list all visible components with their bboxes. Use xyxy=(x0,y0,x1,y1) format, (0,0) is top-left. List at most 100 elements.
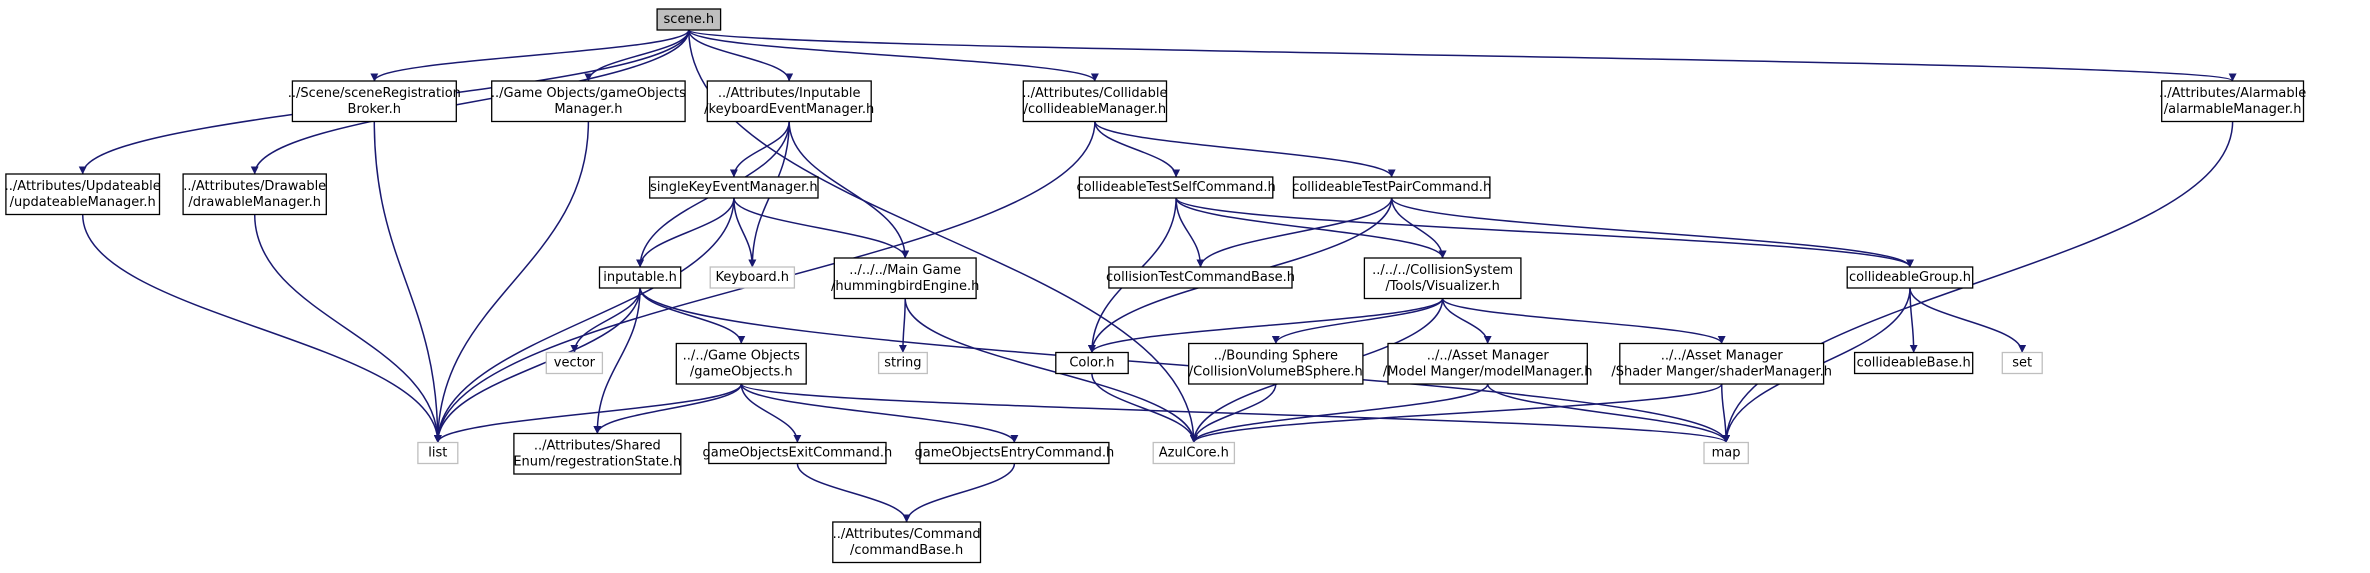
node-regestrationState[interactable]: ../Attributes/SharedEnum/regestrationSta… xyxy=(513,432,682,475)
node-collideableTestPairCommand[interactable]: collideableTestPairCommand.h xyxy=(1292,176,1491,199)
edge-collisionVolumeBSphere-to-azulCore xyxy=(1189,383,1277,443)
node-label-updateableManager-line-0: ../Attributes/Updateable xyxy=(5,179,161,194)
node-label-commandBase-line-1: /commandBase.h xyxy=(850,543,963,558)
node-label-inputable-line-0: inputable.h xyxy=(603,270,677,285)
edge-scene-to-keyboardEventManager xyxy=(688,29,794,82)
edge-alarmableManager-to-map xyxy=(1722,121,2234,443)
edge-gameObjectsManager-to-list xyxy=(433,121,590,443)
node-color[interactable]: Color.h xyxy=(1055,351,1129,375)
node-gameObjects[interactable]: ../../Game Objects/gameObjects.h xyxy=(675,342,807,385)
edge-singleKeyEventManager-to-inputable xyxy=(636,197,735,268)
node-box-azulCore xyxy=(1152,441,1236,465)
node-box-vector xyxy=(545,351,604,375)
node-label-gameObjectsExitCommand-line-0: gameObjectsExitCommand.h xyxy=(703,446,893,461)
node-visualizer[interactable]: ../../../CollisionSystem/Tools/Visualize… xyxy=(1363,257,1522,300)
node-gameObjectsExitCommand[interactable]: gameObjectsExitCommand.h xyxy=(703,441,893,465)
node-box-collideableTestSelfCommand xyxy=(1078,176,1274,199)
node-singleKeyEventManager[interactable]: singleKeyEventManager.h xyxy=(649,176,819,199)
node-box-collideableTestPairCommand xyxy=(1292,176,1491,199)
node-vector: vector xyxy=(545,351,604,375)
edge-hummingbirdEngine-to-azulCore xyxy=(904,298,1198,443)
node-label-gameObjectsManager-line-0: ../Game Objects/gameObjects xyxy=(491,86,686,101)
node-box-keyboardEventManager xyxy=(706,80,872,123)
edge-shaderManager-to-azulCore xyxy=(1189,383,1723,444)
edge-inputable-to-map xyxy=(639,287,1730,443)
node-label-commandBase-line-0: ../Attributes/Command xyxy=(833,527,981,542)
node-label-map-line-0: map xyxy=(1712,446,1741,461)
node-scene[interactable]: scene.h xyxy=(656,8,722,31)
node-gameObjectsEntryCommand[interactable]: gameObjectsEntryCommand.h xyxy=(915,441,1115,465)
edge-color-to-azulCore xyxy=(1091,373,1198,443)
node-keyboardEventManager[interactable]: ../Attributes/Inputable/keyboardEventMan… xyxy=(704,80,874,123)
node-label-vector-line-0: vector xyxy=(554,356,596,371)
node-box-updateableManager xyxy=(5,173,161,216)
node-label-regestrationState-line-1: Enum/regestrationState.h xyxy=(513,454,681,469)
node-box-collisionTestCommandBase xyxy=(1108,266,1293,289)
node-box-hummingbirdEngine xyxy=(833,257,977,300)
edge-hummingbirdEngine-to-string xyxy=(898,298,907,353)
node-drawableManager[interactable]: ../Attributes/Drawable/drawableManager.h xyxy=(182,173,327,216)
edge-modelManager-to-azulCore xyxy=(1189,383,1489,443)
node-hummingbirdEngine[interactable]: ../../../Main Game/hummingbirdEngine.h xyxy=(831,257,979,300)
node-inputable[interactable]: inputable.h xyxy=(598,266,682,289)
node-label-hummingbirdEngine-line-1: /hummingbirdEngine.h xyxy=(831,279,979,294)
node-collideableTestSelfCommand[interactable]: collideableTestSelfCommand.h xyxy=(1076,176,1276,199)
edge-visualizer-to-collisionVolumeBSphere xyxy=(1271,298,1444,344)
edge-gameObjectsExitCommand-to-commandBase xyxy=(796,463,911,523)
node-collideableGroup[interactable]: collideableGroup.h xyxy=(1846,266,1974,289)
node-box-modelManager xyxy=(1387,342,1588,385)
node-label-list-line-0: list xyxy=(428,446,447,461)
node-collideableManager[interactable]: ../Attributes/Collidable/collideableMana… xyxy=(1022,80,1167,123)
node-collisionVolumeBSphere[interactable]: ../Bounding Sphere/CollisionVolumeBSpher… xyxy=(1188,342,1364,385)
node-shaderManager[interactable]: ../../Asset Manager/Shader Manger/shader… xyxy=(1611,342,1832,385)
node-label-keyboard-line-0: Keyboard.h xyxy=(716,270,789,285)
edge-scene-to-sceneRegistrationBroker xyxy=(370,29,690,82)
node-box-collideableBase xyxy=(1853,351,1974,375)
node-box-drawableManager xyxy=(182,173,327,216)
edges-layer xyxy=(78,29,2237,523)
edge-inputable-to-gameObjects xyxy=(639,287,746,344)
node-box-gameObjectsExitCommand xyxy=(708,441,887,465)
edge-modelManager-to-map xyxy=(1486,383,1731,443)
edge-scene-to-alarmableManager xyxy=(688,29,2237,82)
edge-scene-to-gameObjectsManager xyxy=(584,29,690,82)
node-label-alarmableManager-line-1: /alarmableManager.h xyxy=(2164,102,2302,117)
node-collisionTestCommandBase[interactable]: collisionTestCommandBase.h xyxy=(1106,266,1295,289)
node-box-regestrationState xyxy=(513,432,682,475)
node-modelManager[interactable]: ../../Asset Manager/Model Manger/modelMa… xyxy=(1383,342,1593,385)
node-box-string xyxy=(877,351,928,375)
node-box-commandBase xyxy=(832,521,982,564)
node-box-keyboard xyxy=(709,266,796,289)
node-label-collideableTestPairCommand-line-0: collideableTestPairCommand.h xyxy=(1292,180,1491,195)
edge-collideableTestPairCommand-to-collideableGroup xyxy=(1390,197,1914,268)
node-label-sceneRegistrationBroker-line-0: ../Scene/sceneRegistration xyxy=(288,86,461,101)
node-updateableManager[interactable]: ../Attributes/Updateable/updateableManag… xyxy=(5,173,161,216)
node-box-gameObjects xyxy=(675,342,807,385)
edge-scene-to-drawableManager xyxy=(250,29,690,175)
edge-collideableGroup-to-collideableBase xyxy=(1909,287,1918,353)
node-box-color xyxy=(1055,351,1129,375)
node-label-gameObjects-line-1: /gameObjects.h xyxy=(690,364,793,379)
edge-inputable-to-list xyxy=(433,287,641,443)
edge-collideableTestPairCommand-to-collisionTestCommandBase xyxy=(1196,197,1393,268)
node-label-alarmableManager-line-0: ../Attributes/Alarmable xyxy=(2159,86,2306,101)
node-label-shaderManager-line-0: ../../Asset Manager xyxy=(1661,348,1784,363)
node-collideableBase[interactable]: collideableBase.h xyxy=(1853,351,1974,375)
edge-gameObjectsEntryCommand-to-commandBase xyxy=(902,463,1016,523)
edge-visualizer-to-shaderManager xyxy=(1441,297,1726,345)
node-azulCore: AzulCore.h xyxy=(1152,441,1236,465)
edge-gameObjects-to-gameObjectsExitCommand xyxy=(740,383,802,443)
node-label-collideableManager-line-0: ../Attributes/Collidable xyxy=(1022,86,1167,101)
node-box-scene xyxy=(656,8,722,31)
edge-collideableTestSelfCommand-to-visualizer xyxy=(1175,197,1447,259)
node-alarmableManager[interactable]: ../Attributes/Alarmable/alarmableManager… xyxy=(2159,80,2306,123)
node-label-scene-line-0: scene.h xyxy=(664,12,715,27)
edge-collideableManager-to-collideableTestPairCommand xyxy=(1094,121,1396,178)
node-map: map xyxy=(1703,441,1749,465)
node-label-collideableGroup-line-0: collideableGroup.h xyxy=(1849,270,1971,285)
node-label-color-line-0: Color.h xyxy=(1069,356,1114,371)
node-commandBase[interactable]: ../Attributes/Command/commandBase.h xyxy=(832,521,982,564)
